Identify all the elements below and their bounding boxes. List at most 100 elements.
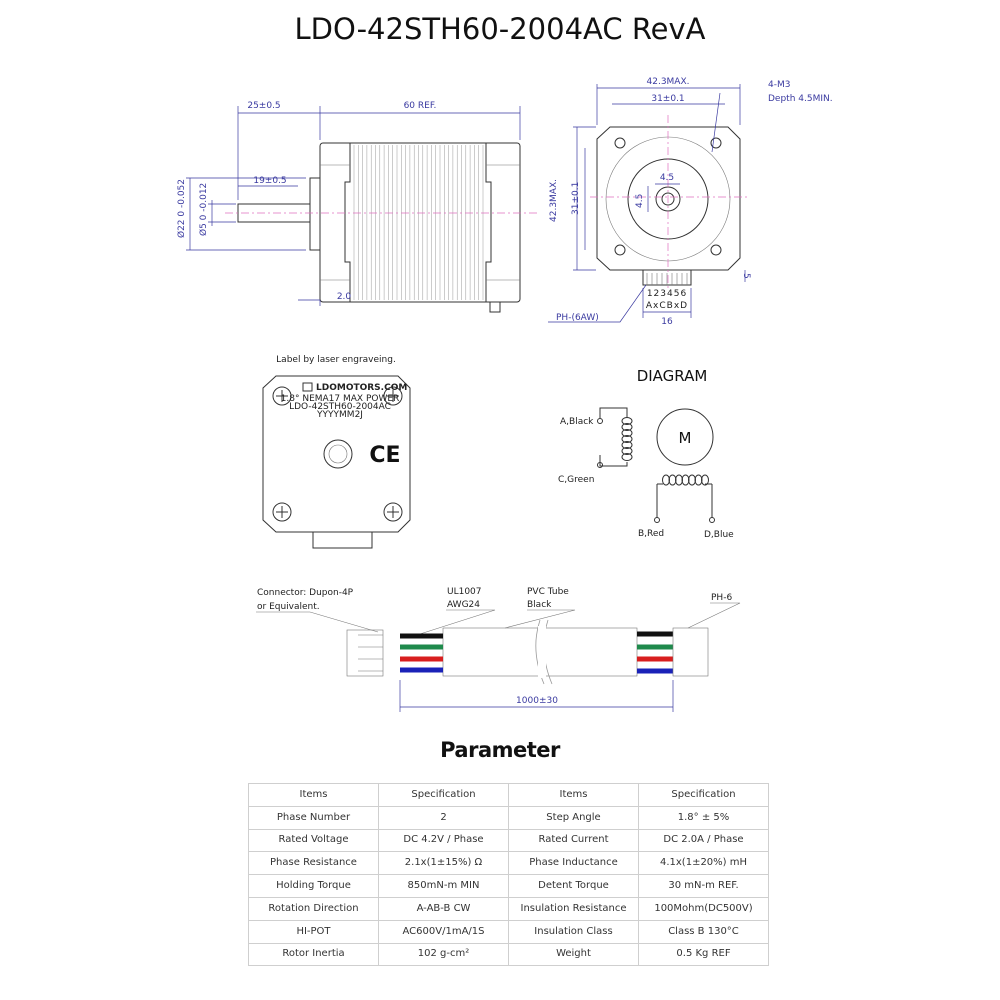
wire-note-2: AWG24 bbox=[447, 600, 480, 610]
wire bbox=[637, 656, 673, 662]
screw-icons bbox=[272, 386, 403, 522]
coil-loop bbox=[681, 474, 690, 486]
coil-loop bbox=[662, 474, 670, 486]
table-cell: Phase Number bbox=[248, 805, 379, 830]
wire bbox=[637, 631, 673, 637]
wire bbox=[637, 668, 673, 674]
hole-depth-note: Depth 4.5MIN. bbox=[768, 94, 833, 104]
label-brand: LDOMOTORS.COM bbox=[316, 383, 407, 393]
front-view: 42.3MAX. 31±0.1 4.5 4.5 42.3MAX. 31±0.1 … bbox=[548, 77, 833, 327]
wire-a-label: A,Black bbox=[560, 417, 594, 427]
cooling-fins bbox=[353, 145, 484, 300]
dim-connector-height: 5 bbox=[741, 273, 751, 279]
table-cell: 100Mohm(DC500V) bbox=[638, 896, 769, 921]
cable-drawing: Connector: Dupon-4P or Equivalent. UL100… bbox=[256, 587, 741, 712]
table-cell: Rotor Inertia bbox=[248, 942, 379, 967]
dim-flat-height: 4.5 bbox=[635, 194, 645, 208]
table-cell: HI-POT bbox=[248, 919, 379, 944]
coil-loop bbox=[621, 453, 633, 461]
label-view: Label by laser engraveing. LDOMOTORS.COM… bbox=[262, 355, 411, 549]
coil-loop bbox=[621, 441, 633, 449]
wire bbox=[400, 633, 443, 639]
table-cell: Rated Current bbox=[508, 828, 639, 853]
table-cell: 2.1x(1±15%) Ω bbox=[378, 851, 509, 876]
dim-flat-length: 19±0.5 bbox=[253, 176, 286, 186]
dim-shaft-length: 25±0.5 bbox=[247, 101, 280, 111]
table-cell: 2 bbox=[378, 805, 509, 830]
dim-shaft-diameter: Ø5 0 -0.012 bbox=[198, 183, 209, 236]
table-cell: Weight bbox=[508, 942, 639, 967]
label-caption: Label by laser engraveing. bbox=[276, 355, 396, 365]
connector-note-1: Connector: Dupon-4P bbox=[257, 588, 354, 598]
table-cell: DC 2.0A / Phase bbox=[638, 828, 769, 853]
label-line-2: LDO-42STH60-2004AC bbox=[289, 402, 391, 412]
wire bbox=[400, 656, 443, 662]
diagram-title: DIAGRAM bbox=[637, 367, 708, 385]
table-cell: 4.1x(1±20%) mH bbox=[638, 851, 769, 876]
table-cell: Holding Torque bbox=[248, 874, 379, 898]
wire-c-label: C,Green bbox=[558, 475, 594, 485]
wire bbox=[637, 644, 673, 650]
table-cell: Rotation Direction bbox=[248, 896, 379, 921]
coil-loop bbox=[621, 435, 633, 443]
page-title: LDO-42STH60-2004AC RevA bbox=[294, 12, 706, 46]
dim-connector-width: 16 bbox=[661, 317, 673, 327]
dim-flange: 2.0 bbox=[337, 292, 352, 302]
table-cell: Class B 130°C bbox=[638, 919, 769, 944]
ce-mark: CE bbox=[369, 443, 400, 468]
table-cell: 102 g-cm² bbox=[378, 942, 509, 967]
coil-loop bbox=[621, 429, 633, 437]
label-line-3: YYYYMM2J bbox=[316, 410, 363, 420]
table-cell: 0.5 Kg REF bbox=[638, 942, 769, 967]
dim-hole-spacing-v: 31±0.1 bbox=[571, 182, 581, 215]
coil-loop bbox=[694, 474, 703, 486]
coil-loop bbox=[621, 447, 633, 455]
mounting-holes bbox=[614, 137, 722, 256]
coil-loop bbox=[668, 474, 677, 486]
table-cell: Step Angle bbox=[508, 805, 639, 830]
table-cell: Specification bbox=[638, 783, 769, 807]
dim-body-length: 60 REF. bbox=[404, 101, 437, 111]
hole-note: 4-M3 bbox=[768, 80, 790, 90]
tube-note-1: PVC Tube bbox=[527, 587, 569, 597]
table-cell: Rated Voltage bbox=[248, 828, 379, 853]
table-cell: Insulation Resistance bbox=[508, 896, 639, 921]
parameter-heading: Parameter bbox=[440, 738, 560, 762]
motor-symbol: M bbox=[679, 429, 692, 447]
table-cell: AC600V/1mA/1S bbox=[378, 919, 509, 944]
table-cell: Insulation Class bbox=[508, 919, 639, 944]
pin-map: AxCBxD bbox=[646, 301, 688, 311]
end-connector-label: PH-6 bbox=[711, 593, 732, 603]
coil-loop bbox=[675, 474, 683, 486]
wire bbox=[400, 644, 443, 650]
dim-flat-width: 4.5 bbox=[660, 173, 674, 183]
dim-height-max: 42.3MAX. bbox=[549, 179, 559, 222]
label-line-1: 1.8° NEMA17 MAX POWER bbox=[281, 394, 400, 404]
cable-length: 1000±30 bbox=[516, 696, 558, 706]
table-cell: Detent Torque bbox=[508, 874, 639, 898]
wiring-diagram: DIAGRAM M A,Black C,Green B,Red D,Blue bbox=[558, 367, 734, 540]
table-cell: Specification bbox=[378, 783, 509, 807]
table-cell: Phase Resistance bbox=[248, 851, 379, 876]
table-cell: 1.8° ± 5% bbox=[638, 805, 769, 830]
ldo-logo bbox=[302, 382, 313, 392]
coil-loop bbox=[621, 417, 633, 425]
table-cell: Phase Inductance bbox=[508, 851, 639, 876]
tube-note-2: Black bbox=[527, 600, 552, 610]
table-cell: A-AB-B CW bbox=[378, 896, 509, 921]
table-cell: Items bbox=[248, 783, 379, 807]
side-view: 25±0.5 60 REF. 19±0.5 2.0 Ø22 0 -0.052 Ø… bbox=[176, 101, 540, 313]
coil-loop bbox=[701, 474, 709, 486]
coil-loop bbox=[621, 423, 633, 431]
table-cell: 850mN-m MIN bbox=[378, 874, 509, 898]
wire-b-label: B,Red bbox=[638, 529, 664, 539]
